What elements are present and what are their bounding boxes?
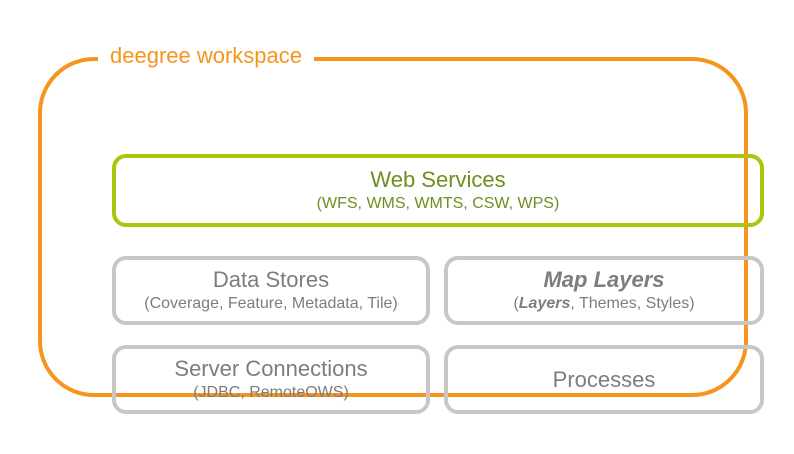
box-web-services: Web Services (WFS, WMS, WMTS, CSW, WPS) — [112, 154, 764, 227]
map-layers-subtitle: (Layers, Themes, Styles) — [513, 293, 694, 314]
box-data-stores: Data Stores (Coverage, Feature, Metadata… — [112, 256, 430, 325]
data-stores-subtitle: (Coverage, Feature, Metadata, Tile) — [144, 295, 398, 312]
box-processes: Processes — [444, 345, 764, 414]
map-layers-subtitle-open: ( — [513, 295, 519, 312]
workspace-frame: Web Services (WFS, WMS, WMTS, CSW, WPS) … — [38, 57, 764, 414]
box-map-layers: Map Layers (Layers, Themes, Styles) — [444, 256, 764, 325]
map-layers-subtitle-layers: Layers — [518, 295, 571, 312]
workspace-legend-title: deegree workspace — [98, 42, 315, 69]
data-stores-title: Data Stores — [212, 267, 330, 292]
box-server-connections: Server Connections (JDBC, RemoteOWS) — [112, 345, 430, 414]
server-connections-subtitle: (JDBC, RemoteOWS) — [193, 384, 349, 401]
web-services-title: Web Services — [370, 167, 506, 192]
map-layers-title: Map Layers — [543, 267, 665, 292]
server-connections-title: Server Connections — [174, 356, 368, 381]
processes-title: Processes — [552, 366, 656, 392]
web-services-subtitle: (WFS, WMS, WMTS, CSW, WPS) — [316, 195, 560, 212]
map-layers-subtitle-rest: , Themes, Styles) — [570, 295, 695, 312]
